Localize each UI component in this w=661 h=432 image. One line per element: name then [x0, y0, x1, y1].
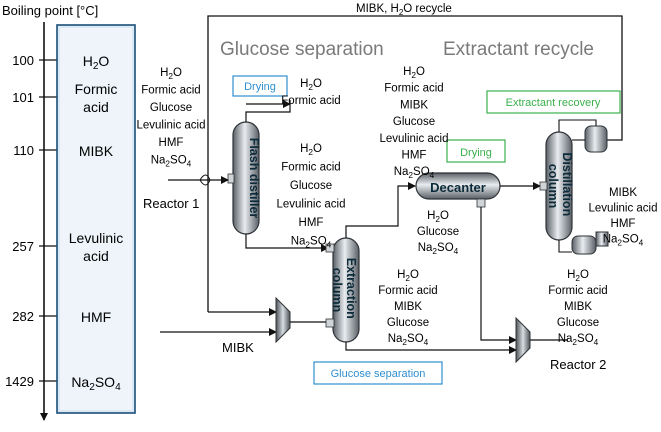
chem-label: HMF	[611, 218, 636, 230]
chem-label: H2O	[300, 143, 322, 157]
chem-label: Na2SO4	[71, 374, 121, 393]
header-extractant-recycle: Extractant recycle	[443, 39, 594, 60]
chem-label: Levulinic acid	[136, 120, 205, 132]
tag-drying-1: Drying	[232, 75, 288, 97]
chem-label: Levulinic	[69, 230, 123, 246]
chem-label: HMF	[402, 150, 427, 162]
recycle-line	[207, 15, 623, 312]
decanter-label: Decanter	[430, 180, 486, 195]
svg-text:Drying: Drying	[244, 81, 276, 93]
chem-label: Na2SO4	[558, 333, 599, 347]
chem-label: MIBK	[609, 187, 637, 199]
chem-label: H2O	[427, 210, 449, 224]
chem-label: MIBK	[394, 301, 422, 313]
chem-label: Na2SO4	[394, 166, 435, 180]
chem-label: Formic acid	[378, 285, 437, 297]
chem-label: MIBK	[79, 143, 114, 159]
chem-label: acid	[83, 99, 109, 115]
chem-label: Formic	[75, 81, 118, 97]
chem-label: Levulinic acid	[588, 203, 657, 215]
chem-label: Formic acid	[281, 162, 340, 174]
mixer-2	[515, 316, 531, 364]
feed-reactor-2: Reactor 2	[550, 357, 606, 372]
chem-label: Na2SO4	[151, 155, 192, 169]
chem-label: Na2SO4	[388, 333, 429, 347]
axis-tick-label: 282	[12, 309, 34, 324]
feed-mibk: MIBK	[222, 340, 254, 355]
flash-distiller-label: Flash distiller	[247, 138, 261, 219]
svg-text:Drying: Drying	[460, 147, 492, 159]
chem-label: MIBK	[564, 301, 592, 313]
chem-label: HMF	[159, 137, 184, 149]
distillation-column-label: Distillation column	[546, 152, 574, 219]
chem-label: Glucose	[557, 317, 599, 329]
stream-flash-vapor: H2O Formic acid	[281, 78, 340, 107]
chem-label: H2O	[567, 269, 589, 283]
axis-tick-label: 1429	[5, 374, 34, 389]
chem-label: Na2SO4	[291, 236, 332, 250]
chem-label: Formic acid	[548, 285, 607, 297]
svg-text:Extractant recovery: Extractant recovery	[506, 97, 601, 109]
axis-tick-label: 101	[12, 90, 34, 105]
chem-label: Glucose	[387, 317, 429, 329]
chem-label: Formic acid	[384, 83, 443, 95]
chem-label: Na2SO4	[603, 234, 644, 248]
chem-label: Glucose	[150, 102, 192, 114]
chem-label: HMF	[81, 309, 111, 325]
chem-label: H2O	[403, 66, 425, 80]
tag-glucose-separation: Glucose separation	[313, 361, 443, 385]
axis-tick-label: 257	[12, 239, 34, 254]
chem-label: H2O	[160, 67, 182, 81]
extraction-column: Extraction column	[325, 237, 360, 343]
distillation-column: Distillation column	[539, 119, 609, 255]
tag-drying-2: Drying	[446, 139, 506, 163]
recycle-label: MIBK, H2O recycle	[356, 3, 452, 17]
flash-distiller: Flash distiller	[227, 121, 261, 235]
chem-label: Levulinic acid	[379, 133, 448, 145]
chem-label: Na2SO4	[418, 242, 459, 256]
chem-label: MIBK	[400, 99, 428, 111]
decanter: Decanter	[415, 172, 501, 208]
feed-reactor-1: Reactor 1	[143, 196, 199, 211]
axis-title: Boiling point [°C]	[2, 3, 98, 18]
extraction-column-label: Extraction column	[330, 258, 358, 323]
chem-label: acid	[83, 248, 109, 264]
chem-label: H2O	[397, 269, 419, 283]
mixer-1	[275, 296, 291, 344]
chem-label: Levulinic acid	[276, 199, 345, 211]
svg-text:Glucose separation: Glucose separation	[331, 368, 426, 380]
axis-tick-label: 110	[13, 143, 34, 158]
axis-ticks: 100 101 110 257 282 1429	[5, 53, 58, 389]
chem-label: Formic acid	[141, 85, 200, 97]
chem-label: Glucose	[393, 116, 435, 128]
chem-label: HMF	[299, 217, 324, 229]
chem-label: H2O	[300, 78, 322, 92]
chem-label: Formic acid	[281, 95, 340, 107]
chem-label: Glucose	[417, 226, 459, 238]
axis-tick-label: 100	[12, 53, 34, 68]
header-glucose-separation: Glucose separation	[220, 39, 384, 60]
tag-extractant-recovery: Extractant recovery	[486, 90, 621, 114]
chem-label: Glucose	[290, 180, 332, 192]
chem-label: H2O	[83, 53, 110, 72]
